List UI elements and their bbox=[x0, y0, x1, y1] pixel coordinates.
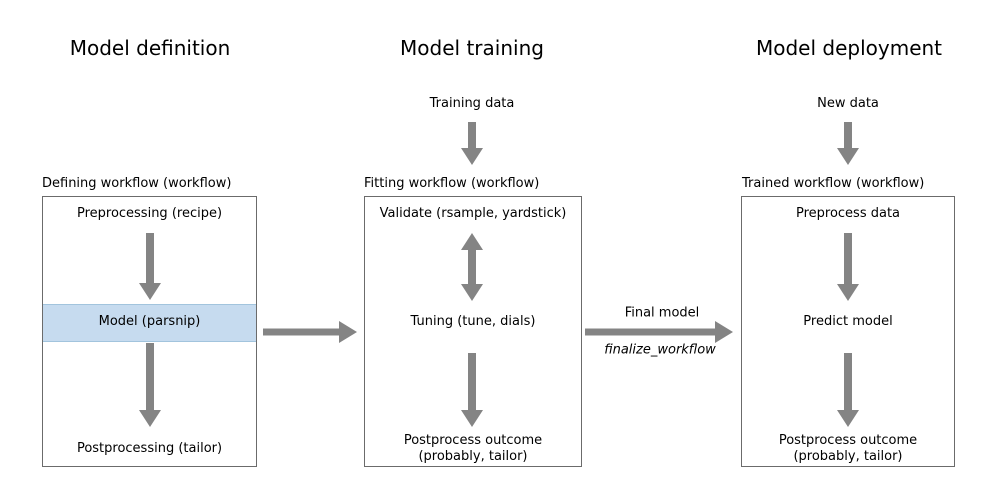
postprocess-outcome-line2: (probably, tailor) bbox=[793, 449, 903, 464]
training-data-down-arrow-icon bbox=[461, 122, 483, 165]
validate-step: Validate (rsample, yardstick) bbox=[379, 206, 567, 221]
postprocess-outcome-line1: Postprocess outcome bbox=[778, 433, 918, 448]
model-highlight-band bbox=[43, 304, 256, 342]
trained-workflow-box: Preprocess data Predict model Postproces… bbox=[741, 196, 955, 467]
tuning-step: Tuning (tune, dials) bbox=[410, 314, 536, 329]
column-title-definition: Model definition bbox=[69, 36, 231, 60]
final-model-label: Final model bbox=[624, 305, 700, 321]
trained-workflow-label: Trained workflow (workflow) bbox=[742, 176, 925, 191]
defining-workflow-label: Defining workflow (workflow) bbox=[42, 176, 232, 191]
model-step: Model (parsnip) bbox=[98, 314, 201, 329]
preprocessing-step: Preprocessing (recipe) bbox=[76, 206, 223, 221]
new-data-down-arrow-icon bbox=[837, 122, 859, 165]
new-data-label: New data bbox=[817, 96, 879, 111]
predict-model-step: Predict model bbox=[803, 314, 893, 329]
postprocess-outcome-step: Postprocess outcome (probably, tailor) bbox=[404, 433, 542, 465]
postprocess-outcome-step: Postprocess outcome (probably, tailor) bbox=[779, 433, 917, 465]
column-title-deployment: Model deployment bbox=[755, 36, 943, 60]
preprocess-data-step: Preprocess data bbox=[795, 206, 901, 221]
column-title-training: Model training bbox=[400, 36, 544, 60]
fitting-workflow-box: Validate (rsample, yardstick) Tuning (tu… bbox=[364, 196, 582, 467]
training-data-label: Training data bbox=[429, 96, 515, 111]
fitting-workflow-label: Fitting workflow (workflow) bbox=[364, 176, 540, 191]
postprocess-outcome-line2: (probably, tailor) bbox=[418, 449, 528, 464]
definition-to-training-arrow-icon bbox=[263, 321, 357, 343]
finalize-workflow-label: finalize_workflow bbox=[604, 342, 716, 358]
final-model-arrow-icon bbox=[585, 321, 733, 343]
postprocessing-step: Postprocessing (tailor) bbox=[76, 441, 223, 456]
defining-workflow-box: Preprocessing (recipe) Model (parsnip) P… bbox=[42, 196, 257, 467]
postprocess-outcome-line1: Postprocess outcome bbox=[403, 433, 543, 448]
